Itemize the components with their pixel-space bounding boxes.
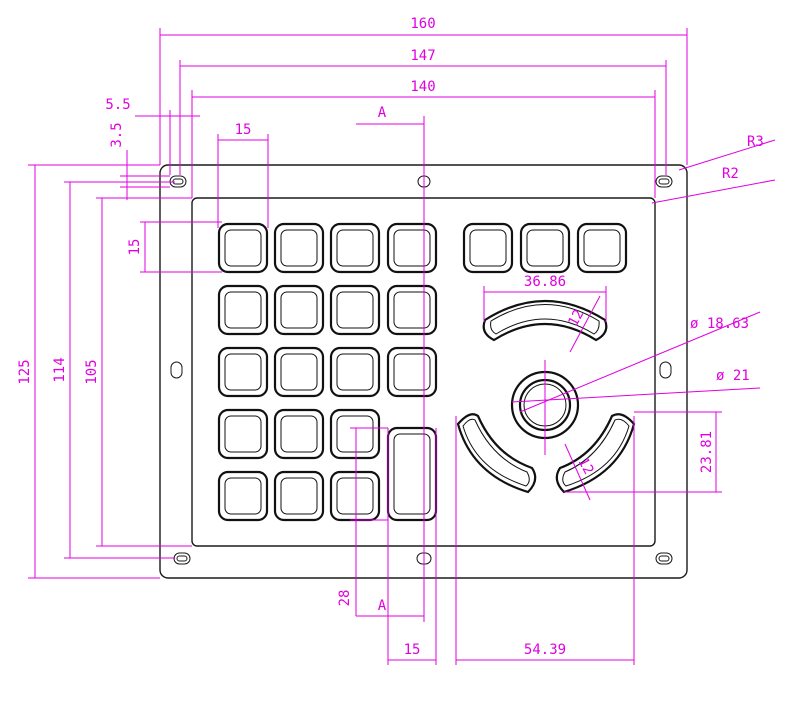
arc-key-top — [482, 299, 608, 342]
dim-arc-width-top: 12 — [565, 307, 587, 329]
key-grid — [217, 222, 628, 522]
key — [386, 346, 438, 398]
dim-key-width: 15 — [235, 122, 252, 138]
dim-arc-height: 23.81 — [699, 431, 715, 473]
slot-bottom-left — [173, 552, 191, 565]
dim-window-height: 105 — [84, 359, 100, 384]
dim-arc-group-width: 54.39 — [524, 642, 566, 658]
arc-key-left-inner — [462, 418, 530, 487]
dimension-labels: 160 147 140 5.5 3.5 15 15 125 114 105 R3… — [17, 16, 764, 658]
key — [576, 222, 628, 274]
dim-window-width: 140 — [410, 79, 435, 95]
dim-ring-diameter: ø 21 — [716, 368, 750, 384]
dim-center-diameter: ø 18.63 — [690, 316, 749, 332]
key — [329, 408, 381, 460]
dim-arc-width-right: 12 — [575, 455, 597, 477]
arc-key-left — [456, 413, 537, 494]
key — [462, 222, 514, 274]
arc-key-right-inner — [562, 418, 630, 487]
slot-bottom-right — [655, 552, 673, 565]
key — [217, 346, 269, 398]
dim-hole-spacing-x: 147 — [410, 48, 435, 64]
arc-key-right — [555, 413, 636, 494]
key — [217, 470, 269, 522]
dim-arc-span: 36.86 — [524, 274, 566, 290]
dimension-lines — [28, 28, 776, 665]
dim-tall-key-height: 28 — [337, 590, 353, 607]
key — [217, 408, 269, 460]
mounting-slots — [169, 175, 673, 565]
dim-edge-offset-y: 3.5 — [109, 122, 125, 147]
slot-left-middle — [170, 361, 183, 379]
key — [386, 222, 438, 274]
key — [273, 284, 325, 336]
dim-inner-radius: R2 — [722, 166, 739, 182]
key — [519, 222, 571, 274]
key — [273, 346, 325, 398]
key — [217, 222, 269, 274]
key — [329, 222, 381, 274]
key — [329, 470, 381, 522]
key — [329, 346, 381, 398]
dim-key-height: 15 — [127, 239, 143, 256]
key — [273, 408, 325, 460]
dim-outer-radius: R3 — [747, 134, 764, 150]
key — [329, 284, 381, 336]
slot-right-middle — [659, 361, 672, 379]
key — [273, 222, 325, 274]
key — [386, 284, 438, 336]
key — [217, 284, 269, 336]
dim-hole-spacing-y: 114 — [52, 357, 68, 382]
dim-overall-height: 125 — [17, 359, 33, 384]
dim-tall-key-width: 15 — [404, 642, 421, 658]
section-label-bottom: A — [378, 598, 387, 614]
dim-overall-width: 160 — [410, 16, 435, 32]
slot-top-right — [655, 175, 673, 188]
section-label-top: A — [378, 105, 387, 121]
tall-key — [386, 426, 438, 522]
key — [273, 470, 325, 522]
dim-edge-offset-x: 5.5 — [105, 97, 130, 113]
arc-key-top-inner — [490, 304, 600, 335]
